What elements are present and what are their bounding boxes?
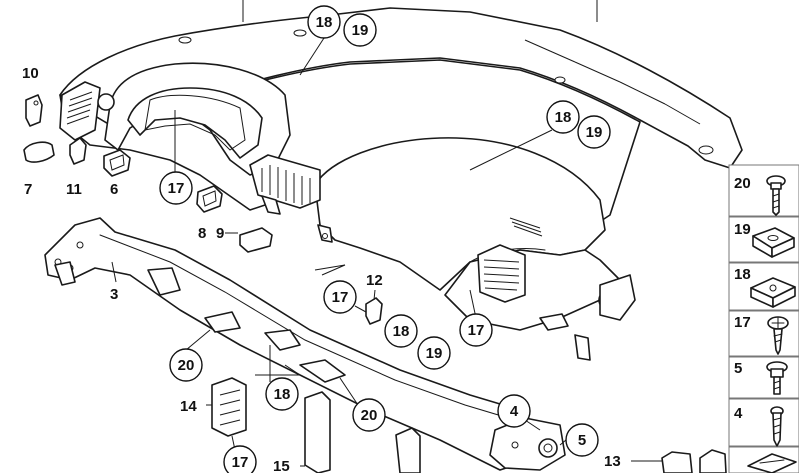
cover-part-9 (239, 227, 273, 253)
callout-20a: 20 (169, 348, 203, 382)
callout-18c: 18 (384, 314, 418, 348)
svg-text:5: 5 (578, 432, 586, 449)
label-6: 6 (110, 181, 118, 198)
dashboard-trim-panel (59, 7, 743, 361)
svg-text:19: 19 (352, 22, 369, 39)
svg-text:18: 18 (316, 14, 333, 31)
svg-text:18: 18 (274, 386, 291, 403)
center-air-vent (249, 154, 321, 209)
hex-bolt-icon (766, 361, 788, 395)
cap-part-7 (23, 141, 55, 163)
legend-row-18: 18 (728, 262, 799, 311)
label-15: 15 (273, 458, 290, 473)
label-13: 13 (604, 453, 621, 470)
callout-17a: 17 (159, 171, 193, 205)
legend-row-17: 17 (728, 310, 799, 357)
callout-4: 4 (497, 394, 531, 428)
legend-row-20: 20 (728, 164, 799, 217)
svg-text:20: 20 (361, 407, 378, 424)
callouts: 18 19 18 19 17 17 18 19 (159, 5, 611, 473)
bracket-part-13 (661, 451, 693, 473)
callout-19b: 19 (577, 115, 611, 149)
label-11: 11 (66, 181, 82, 198)
switch-part-6 (103, 149, 131, 177)
callout-17b: 17 (323, 280, 357, 314)
label-3: 3 (110, 286, 118, 303)
part-number-labels: 10 7 11 6 3 8 9 12 14 15 13 (22, 65, 621, 473)
fastener-legend: 20 19 18 (728, 164, 799, 473)
bracket-part-15 (304, 391, 331, 473)
legend-row-4: 4 (728, 398, 799, 447)
svg-text:20: 20 (178, 357, 195, 374)
callout-19c: 19 (417, 336, 451, 370)
legend-row-gasket (728, 446, 799, 473)
right-air-vent (477, 244, 526, 303)
bolt-icon (766, 175, 786, 216)
clip-nut-icon (752, 227, 795, 258)
svg-text:18: 18 (555, 109, 572, 126)
legend-row-19: 19 (728, 216, 799, 263)
clip-part-11 (69, 137, 87, 165)
svg-text:17: 17 (232, 454, 249, 471)
svg-text:19: 19 (734, 221, 751, 238)
callout-17c: 17 (459, 313, 493, 347)
label-10: 10 (22, 65, 39, 82)
svg-text:18: 18 (393, 323, 410, 340)
left-air-vent (59, 81, 101, 141)
legend-row-5: 5 (728, 356, 799, 399)
svg-text:17: 17 (734, 314, 751, 331)
svg-text:5: 5 (734, 360, 742, 377)
self-tapping-screw-icon (770, 406, 784, 447)
switch-part-8 (196, 185, 223, 213)
label-9: 9 (216, 225, 224, 242)
bracket-part-14 (211, 377, 247, 437)
clip-nut-icon (750, 277, 796, 308)
label-7: 7 (24, 181, 32, 198)
label-12: 12 (366, 272, 383, 289)
svg-text:4: 4 (734, 405, 743, 422)
cross-member-beam (44, 217, 566, 471)
leader-lines (111, 0, 662, 467)
svg-text:18: 18 (734, 266, 751, 283)
svg-text:4: 4 (510, 403, 519, 420)
svg-text:19: 19 (426, 345, 443, 362)
svg-text:17: 17 (168, 180, 185, 197)
svg-text:20: 20 (734, 175, 751, 192)
bracket-part-10 (25, 94, 43, 127)
svg-text:17: 17 (332, 289, 349, 306)
clip-part-12 (365, 297, 383, 325)
callout-18a: 18 (307, 5, 341, 39)
callout-20b: 20 (352, 398, 386, 432)
label-14: 14 (180, 398, 197, 415)
callout-19a: 19 (343, 13, 377, 47)
callout-5: 5 (565, 423, 599, 457)
callout-18b: 18 (546, 100, 580, 134)
callout-18d: 18 (265, 377, 299, 411)
screw-icon (767, 316, 789, 355)
callout-17d: 17 (223, 445, 257, 473)
label-8: 8 (198, 225, 206, 242)
svg-text:17: 17 (468, 322, 485, 339)
svg-text:19: 19 (586, 124, 603, 141)
